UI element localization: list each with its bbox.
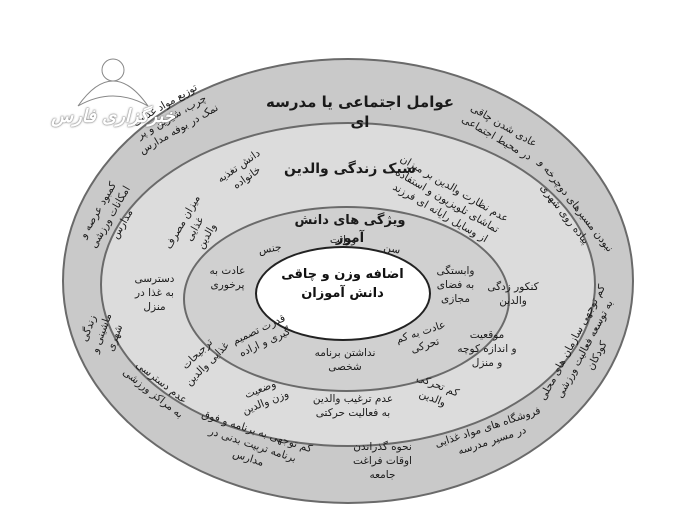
fars-news-logo: خبرگزاری فارس <box>48 48 178 138</box>
middle-home-access: دسترسی به غذا در منزل <box>134 273 175 314</box>
center-line-2: دانش آموزان <box>301 285 384 301</box>
inner-heredity: وراثت <box>329 234 357 246</box>
outer-ring-title: عوامل اجتماعی یا مدرسه ای <box>265 93 455 132</box>
middle-parent-encourage: عدم ترغیب والدین به فعالیت حرکتی <box>312 393 394 420</box>
logo-emblem-icon <box>77 58 149 112</box>
inner-virtual: وابستگی به فضای مجازی <box>436 265 475 306</box>
inner-ring-title: ویژگی های دانش آموز <box>294 213 406 246</box>
center-ellipse <box>255 246 431 341</box>
inner-snacking: عادت به پرخوری <box>209 265 246 292</box>
middle-housing: موقعیت و اندازه کوچه و منزل <box>457 329 517 370</box>
center-label: اضافه وزن و چاقی دانش آموزان <box>275 266 410 304</box>
outer-free-time: نحوه گذراندن اوقات فراغت جامعه <box>353 441 412 482</box>
center-line-1: اضافه وزن و چاقی <box>281 267 404 282</box>
watermark-text: خبرگزاری فارس <box>51 106 175 127</box>
middle-konkur: کنکور زدگی والدین <box>487 281 539 308</box>
middle-ring-title: سبک زندگی والدین <box>284 161 416 177</box>
inner-no-plan: نداشتن برنامه شخصی <box>314 347 376 374</box>
